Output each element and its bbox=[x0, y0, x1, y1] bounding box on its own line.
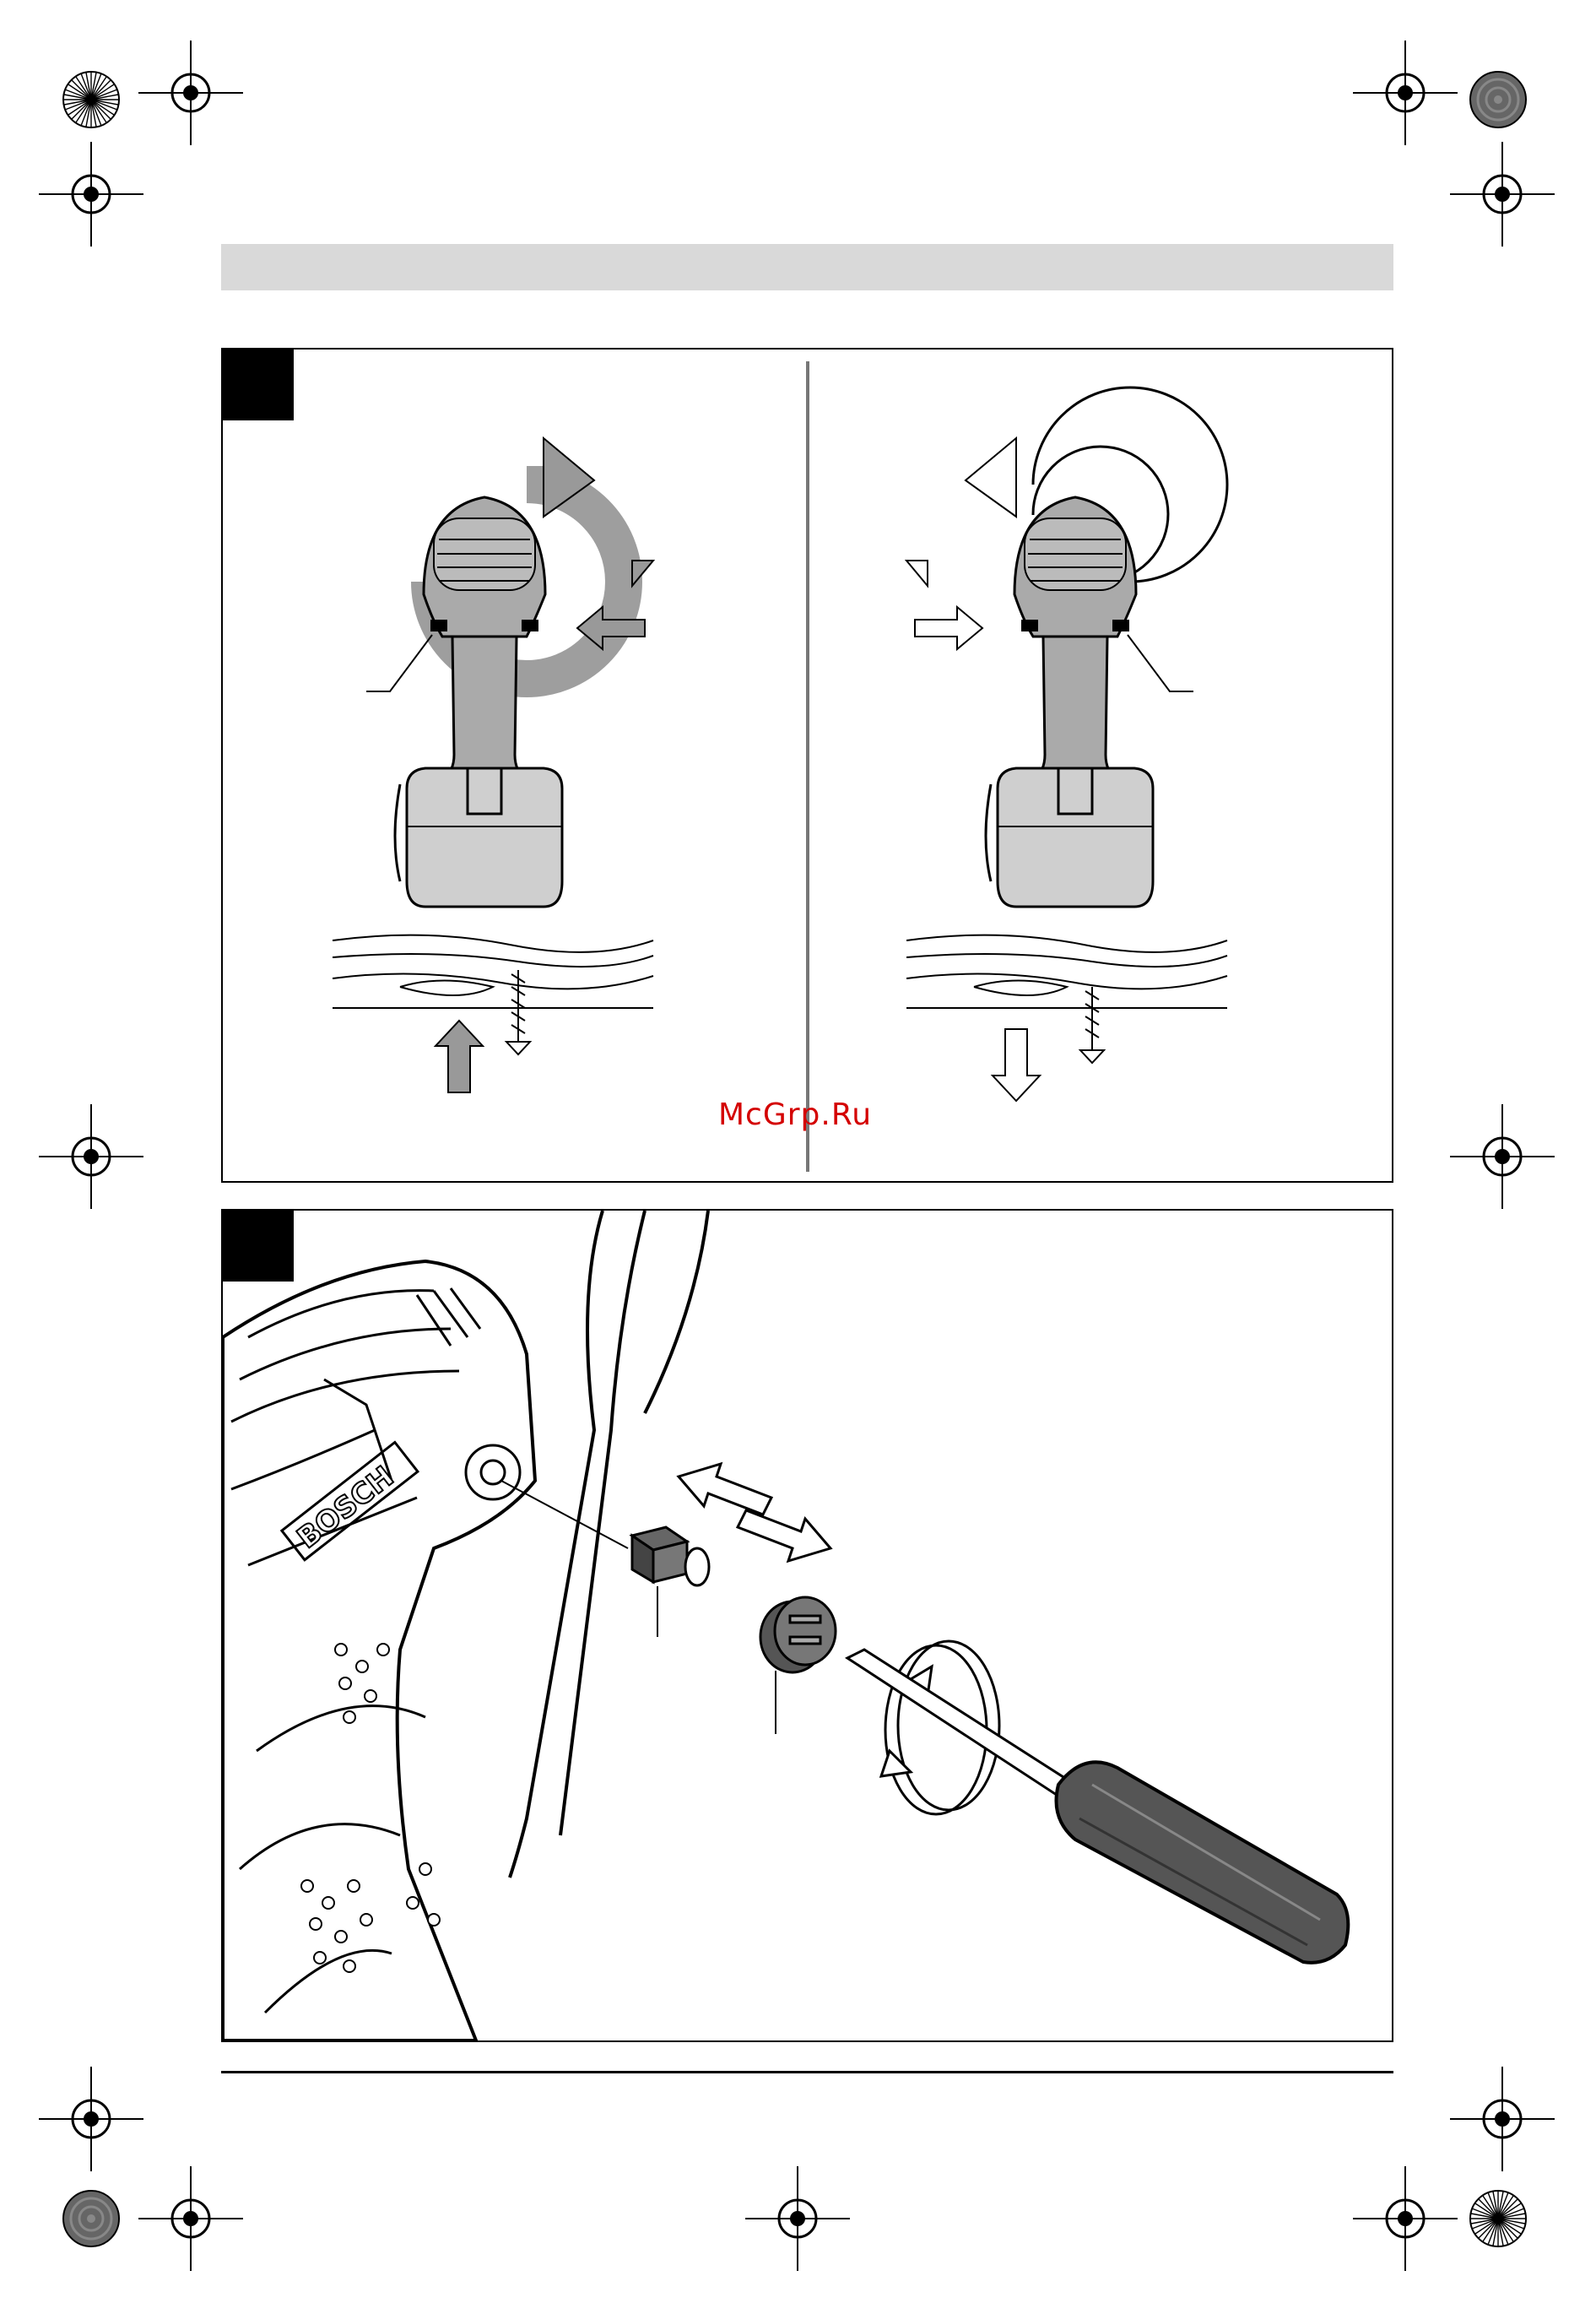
header-bar bbox=[221, 244, 1393, 290]
figure-rotation-direction bbox=[221, 348, 1393, 1183]
brush-replacement-illustration: BOSCH bbox=[223, 1211, 1392, 2040]
brush-cap bbox=[760, 1597, 836, 1734]
figure-number-tab bbox=[223, 350, 294, 420]
drill-clockwise-illustration bbox=[299, 366, 771, 1177]
screw-icon bbox=[506, 970, 530, 1054]
figure-brush-replacement: BOSCH bbox=[221, 1209, 1393, 2042]
screwdriver-icon bbox=[847, 1650, 1348, 1963]
panel-divider bbox=[806, 361, 809, 1172]
carbon-brush bbox=[632, 1527, 709, 1637]
watermark-text: McGrp.Ru bbox=[718, 1097, 872, 1132]
drill-counterclockwise-illustration bbox=[890, 366, 1362, 1177]
footer-rule bbox=[221, 2071, 1393, 2073]
